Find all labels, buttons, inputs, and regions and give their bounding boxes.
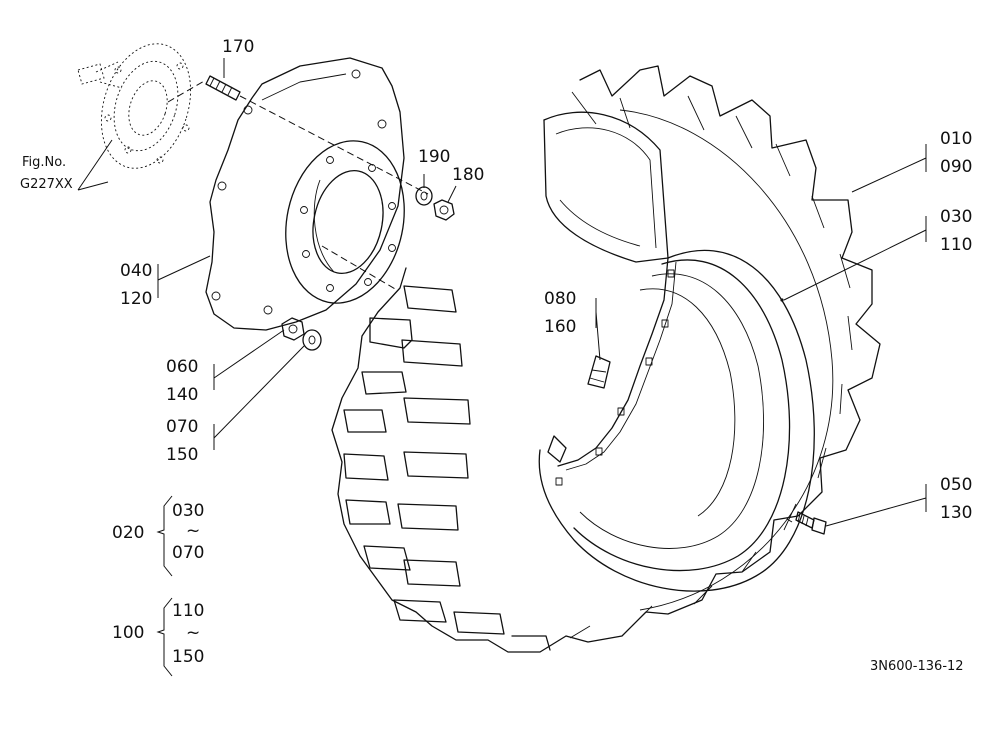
drawing-number: 3N600-136-12 <box>870 659 964 674</box>
nut-180 <box>433 199 455 221</box>
group-100-tilde: ~ <box>186 623 200 643</box>
stud-bolt-170 <box>205 75 241 101</box>
rim-030 <box>538 249 815 592</box>
callout-080: 080 <box>544 289 576 309</box>
group-020-label: 020 <box>112 523 144 543</box>
callout-040: 040 <box>120 261 152 281</box>
callout-050: 050 <box>940 475 972 495</box>
wheel-disc-040 <box>205 57 405 331</box>
callout-110: 110 <box>940 235 972 255</box>
nut-060 <box>281 317 305 341</box>
washer-070 <box>302 329 322 351</box>
brace-100 <box>156 597 173 677</box>
callout-150: 150 <box>166 445 198 465</box>
callout-120: 120 <box>120 289 152 309</box>
leader-lines <box>77 58 927 527</box>
fig-ref-line2: G227XX <box>20 177 73 192</box>
callout-030: 030 <box>940 207 972 227</box>
callout-160: 160 <box>544 317 576 337</box>
axle-hub <box>77 43 192 169</box>
callout-190: 190 <box>418 147 450 167</box>
group-100-to: 150 <box>172 647 204 667</box>
callout-130: 130 <box>940 503 972 523</box>
group-020-from: 030 <box>172 501 204 521</box>
washer-190 <box>415 186 433 206</box>
decal-080 <box>587 355 611 389</box>
callout-090: 090 <box>940 157 972 177</box>
callout-060: 060 <box>166 357 198 377</box>
group-100-from: 110 <box>172 601 204 621</box>
group-020-to: 070 <box>172 543 204 563</box>
brace-020 <box>156 495 173 577</box>
callout-170: 170 <box>222 37 254 57</box>
callout-180: 180 <box>452 165 484 185</box>
group-020-tilde: ~ <box>186 521 200 541</box>
callout-070: 070 <box>166 417 198 437</box>
fig-ref-line1: Fig.No. <box>22 155 66 170</box>
group-100-label: 100 <box>112 623 144 643</box>
callout-010: 010 <box>940 129 972 149</box>
bolt-050 <box>795 511 827 535</box>
callout-140: 140 <box>166 385 198 405</box>
tire-010 <box>331 65 881 653</box>
labels: Fig.No. G227XX 170 190 180 010 090 030 1… <box>20 37 972 674</box>
